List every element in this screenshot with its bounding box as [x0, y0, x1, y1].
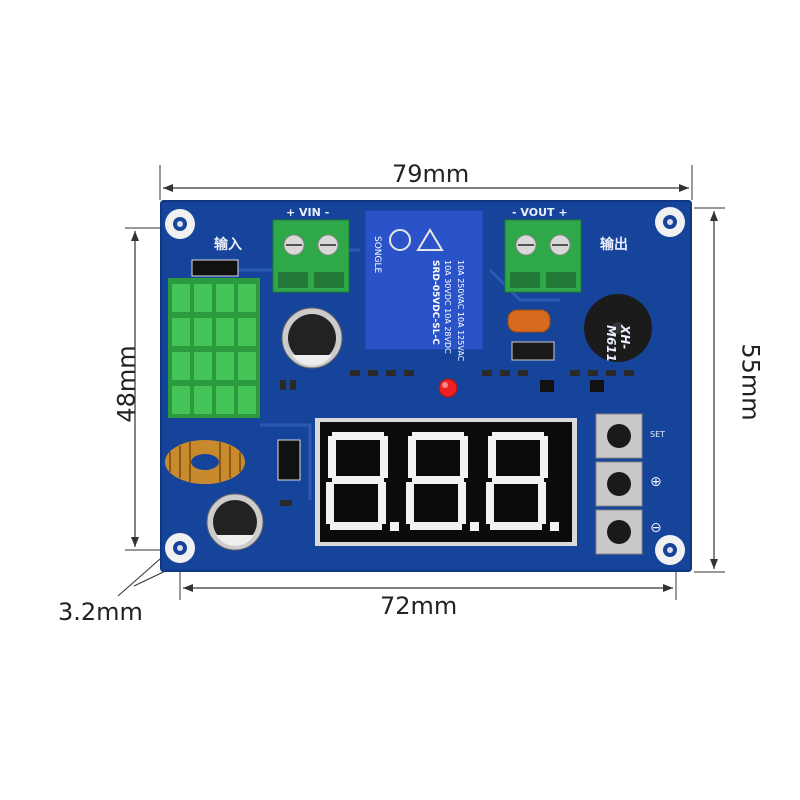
- buzzer: [584, 294, 652, 362]
- input-terminal-block: [272, 219, 350, 293]
- set-label: SET: [650, 430, 666, 439]
- vout-label: - VOUT +: [512, 206, 568, 219]
- mounting-hole-bl: [165, 533, 195, 563]
- vin-label: + VIN -: [286, 206, 330, 219]
- plus-button[interactable]: [596, 462, 642, 506]
- smd-schottky: [277, 439, 301, 481]
- dim-hole-diameter: 3.2mm: [58, 598, 143, 626]
- transistor-1: [540, 380, 554, 392]
- relay: [364, 209, 484, 351]
- plus-label: ⊕: [650, 474, 662, 490]
- set-button[interactable]: [596, 414, 642, 458]
- output-terminal-block: [504, 219, 582, 293]
- button-minus-body: [595, 509, 643, 555]
- transistor-2: [590, 380, 604, 392]
- minus-button[interactable]: [596, 510, 642, 554]
- mounting-hole-tl: [165, 209, 195, 239]
- button-plus-body: [595, 461, 643, 507]
- mounting-hole-tr: [655, 207, 685, 237]
- led-indicator: [438, 378, 458, 398]
- minus-label: ⊖: [650, 520, 662, 536]
- dim-left-height: 48mm: [112, 345, 141, 423]
- output-label: 输出: [600, 237, 628, 253]
- relay-rating-1: 10A 250VAC 10A 125VAC: [456, 260, 465, 362]
- mounting-hole-br: [655, 535, 685, 565]
- electrolytic-capacitor-top: [281, 307, 343, 369]
- relay-model: SRD-05VDC-SL-C: [430, 260, 440, 345]
- relay-rating-2: 10A 30VDC 10A 28VDC: [443, 260, 452, 354]
- smd-diode: [191, 259, 239, 277]
- dim-top-width: 79mm: [392, 160, 470, 188]
- relay-brand: SONGLE: [372, 236, 382, 274]
- seven-segment-display: [315, 418, 577, 546]
- electrolytic-capacitor-bottom: [206, 493, 264, 551]
- board-model: XH-M611: [604, 325, 632, 362]
- jumper-header: [511, 341, 555, 361]
- pcb-board: + VIN - - VOUT + 输入 输出 XH-M611 SONGLE 10…: [160, 200, 692, 572]
- toroid-inductor: [165, 440, 245, 484]
- button-set-body: [595, 413, 643, 459]
- heatsink: [168, 278, 260, 418]
- film-capacitor: [507, 309, 551, 333]
- input-label: 输入: [214, 237, 242, 253]
- dim-bottom-width: 72mm: [380, 592, 458, 620]
- dim-right-height: 55mm: [736, 343, 765, 421]
